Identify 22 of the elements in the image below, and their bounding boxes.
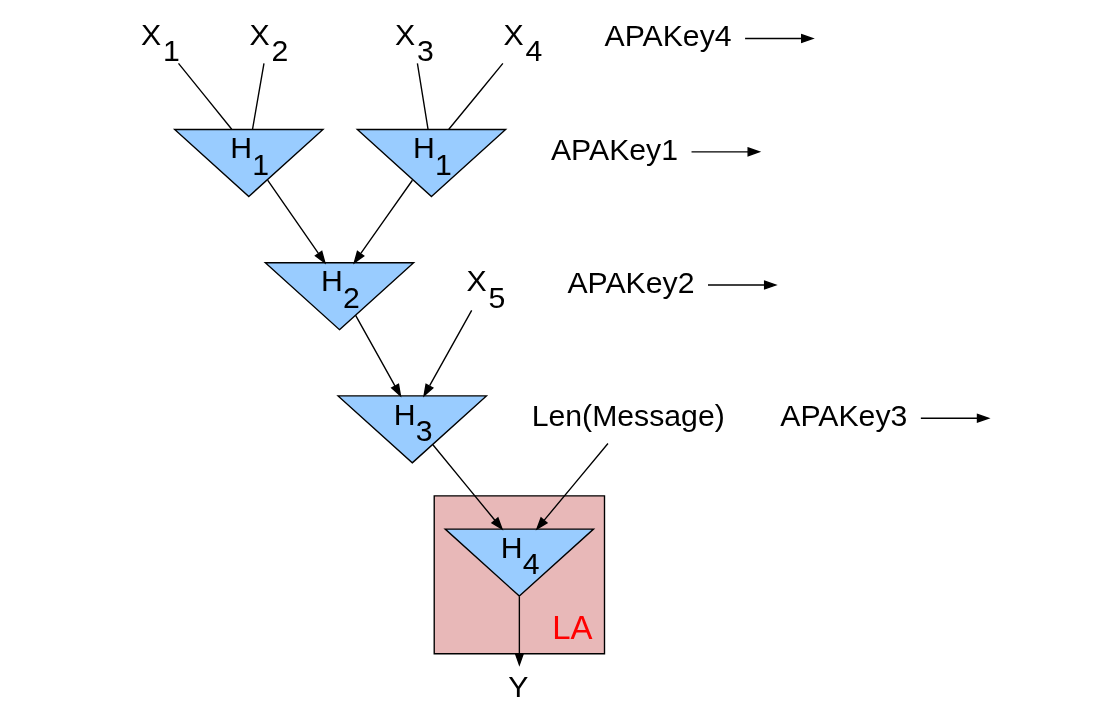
arrow: [352, 179, 413, 265]
connector: [416, 62, 429, 130]
node-text: APAKey3: [779, 398, 907, 432]
arrow: [690, 147, 761, 157]
node-text: APAKey2: [566, 265, 694, 299]
arrow: [743, 33, 815, 44]
connector: [177, 62, 232, 130]
arrow: [422, 309, 472, 398]
connector: [447, 62, 504, 130]
node-text: APAKey4: [604, 19, 732, 53]
node-text: Y: [507, 670, 529, 704]
arrow: [266, 179, 326, 265]
arrow: [706, 280, 778, 290]
node-label: LA: [551, 608, 593, 646]
connector: [251, 62, 265, 130]
arrow: [535, 442, 609, 531]
arrow: [919, 413, 991, 424]
arrow: [514, 595, 524, 667]
node-text: APAKey1: [550, 132, 678, 166]
arrow: [354, 314, 401, 398]
arrow: [431, 444, 503, 531]
node-text: Len(Message): [531, 398, 725, 432]
